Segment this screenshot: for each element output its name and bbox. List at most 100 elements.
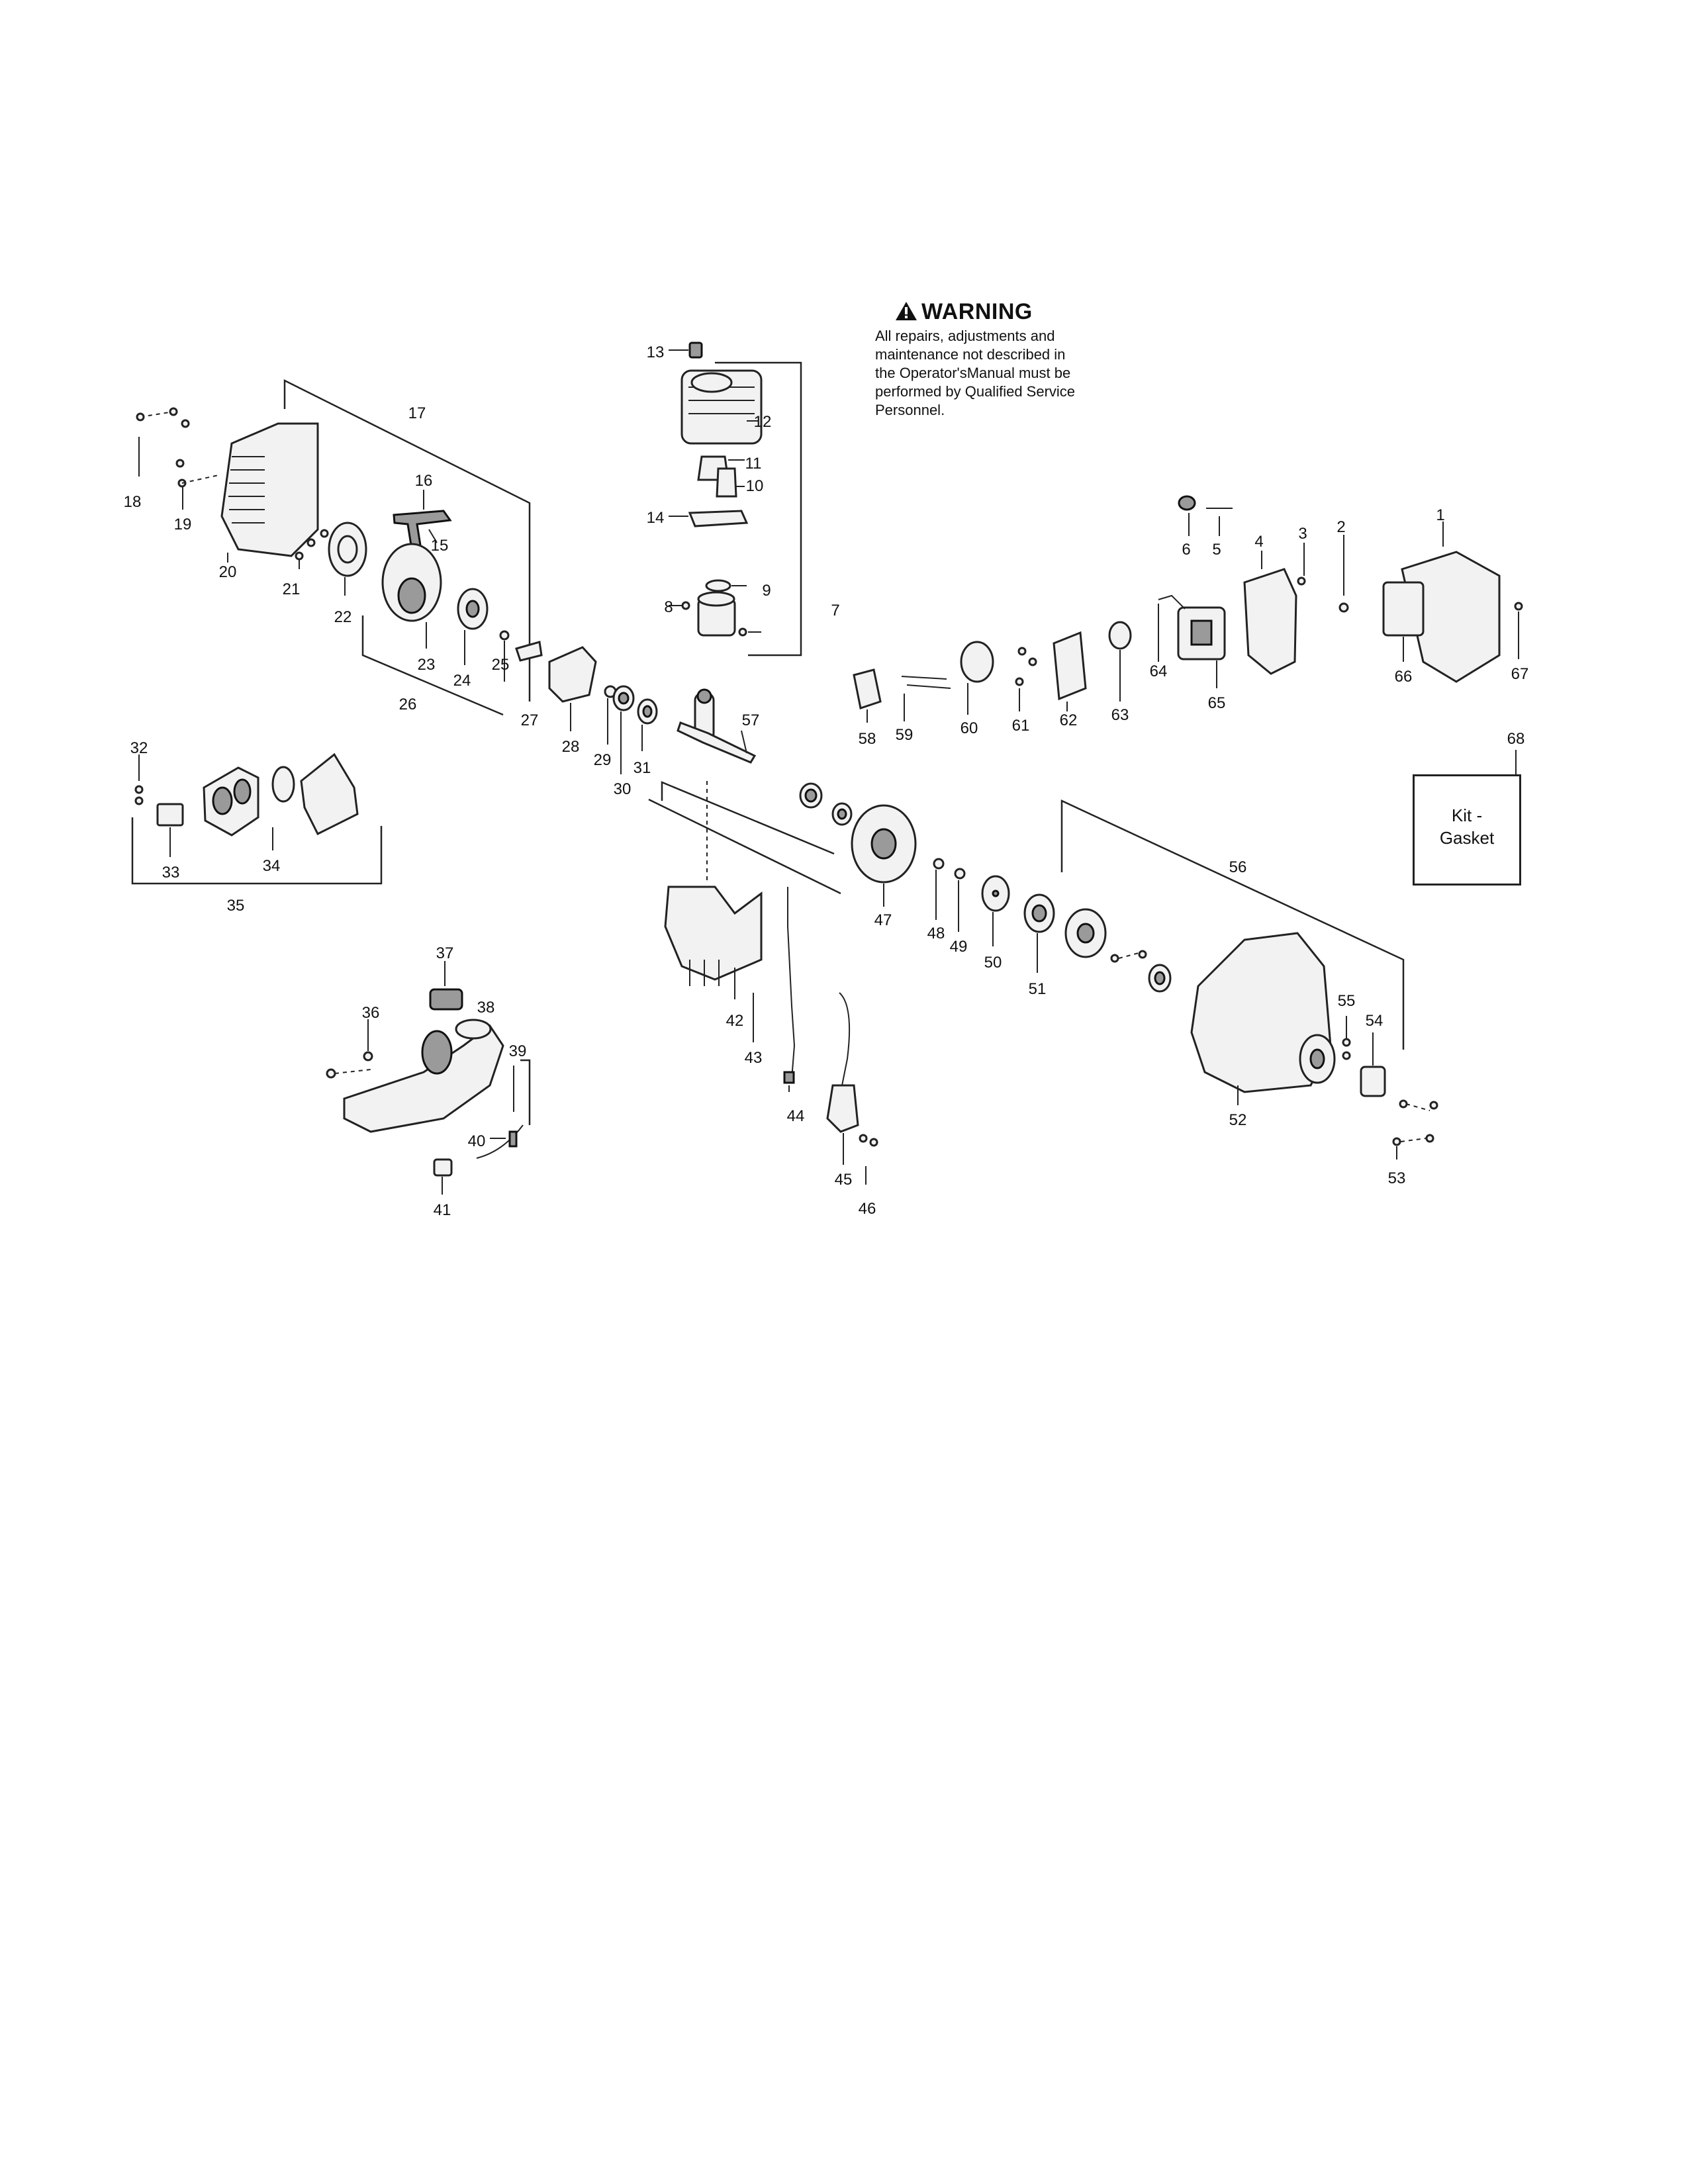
kit-gasket-box: Kit - Gasket: [1413, 774, 1521, 886]
part-19-screws: [175, 459, 219, 510]
part-40-filter: [490, 1130, 518, 1148]
ref-label-52: 52: [1229, 1111, 1247, 1129]
ref-label-44: 44: [787, 1107, 805, 1125]
ref-label-48: 48: [927, 925, 945, 942]
part-50-disc: [981, 875, 1010, 946]
ref-label-30: 30: [614, 780, 632, 798]
part-55-washers: [1342, 1016, 1351, 1060]
part-21-washers: [295, 529, 329, 569]
part-3-screw: [1297, 543, 1306, 586]
ref-label-19: 19: [174, 516, 192, 533]
ref-label-36: 36: [362, 1004, 380, 1022]
part-54-spacer: [1360, 1032, 1386, 1097]
ref-label-13: 13: [647, 343, 665, 361]
part-2-washer: [1338, 535, 1349, 613]
ref-label-38: 38: [477, 999, 495, 1017]
ref-label-27: 27: [521, 711, 539, 729]
ref-label-5: 5: [1212, 541, 1221, 559]
bracket-30b: [648, 798, 841, 895]
ref-label-26: 26: [399, 696, 417, 713]
ref-label-9: 9: [762, 582, 771, 600]
part-67-screw: [1514, 602, 1523, 659]
part-53-screws: [1392, 1099, 1438, 1160]
ref-label-3: 3: [1298, 525, 1307, 543]
ref-label-61: 61: [1012, 717, 1030, 735]
bracket-lines: [131, 361, 1517, 1125]
ref-label-53: 53: [1388, 1169, 1406, 1187]
ref-label-46: 46: [859, 1200, 876, 1218]
ref-label-10: 10: [746, 477, 764, 495]
ref-label-22: 22: [334, 608, 352, 626]
ref-label-11: 11: [745, 455, 762, 473]
part-60-insulator: [960, 641, 994, 715]
bracket-17: [283, 379, 531, 702]
part-20-fan-housing: [220, 422, 319, 563]
ref-label-2: 2: [1336, 518, 1345, 536]
warning-line: Personnel.: [875, 402, 945, 418]
part-8-piston: [669, 591, 761, 637]
warning-line: performed by Qualified Service: [875, 383, 1076, 400]
part-25-screw: [499, 630, 510, 682]
ref-label-37: 37: [436, 944, 454, 962]
ref-label-57: 57: [742, 711, 760, 729]
warning-line: the Operator'sManual must be: [875, 365, 1071, 381]
ref-label-68: 68: [1507, 730, 1525, 748]
bracket-30: [661, 781, 835, 855]
part-61-screws: [1015, 647, 1037, 711]
ref-label-7: 7: [831, 602, 839, 619]
warning-text: All repairs, adjustments and maintenance…: [875, 327, 1166, 420]
part-30-bearing-b: [799, 782, 853, 826]
ref-label-21: 21: [283, 580, 301, 598]
part-59-bolts: [901, 676, 951, 721]
part-63-elbow: [1108, 621, 1132, 702]
ref-label-59: 59: [896, 726, 914, 744]
ref-label-56: 56: [1229, 858, 1247, 876]
kit-label-line1: Kit -: [1451, 805, 1483, 825]
ref-label-55: 55: [1338, 992, 1356, 1010]
part-57-crankshaft: [677, 688, 757, 880]
part-31-seal: [637, 698, 658, 751]
ref-label-34: 34: [263, 857, 281, 875]
part-44-wire: [783, 887, 796, 1092]
ref-label-66: 66: [1395, 668, 1413, 686]
ref-label-62: 62: [1060, 711, 1078, 729]
warning-title-text: WARNING: [921, 299, 1033, 324]
bracket-39: [520, 1059, 531, 1125]
part-38-fuel-tank: [343, 1019, 504, 1133]
part-51-clutch: [1023, 893, 1055, 973]
part-56-gearbox-parts: [1064, 908, 1172, 993]
ref-label-33: 33: [162, 864, 180, 882]
ref-label-6: 6: [1182, 541, 1190, 559]
part-62-gasket: [1053, 631, 1087, 711]
ref-label-4: 4: [1254, 533, 1263, 551]
part-18-screws: [136, 407, 190, 477]
ref-label-63: 63: [1111, 706, 1129, 724]
ref-label-40: 40: [468, 1132, 486, 1150]
part-10-plate: [716, 467, 745, 498]
ref-label-12: 12: [754, 413, 772, 431]
bracket-26: [361, 615, 504, 716]
part-43-crankcase: [664, 886, 763, 1042]
part-39-line: [476, 1066, 524, 1159]
ref-label-54: 54: [1366, 1012, 1383, 1030]
warning-line: All repairs, adjustments and: [875, 328, 1055, 344]
part-65-carburetor: [1177, 606, 1226, 688]
part-14-base-gasket: [669, 510, 749, 527]
ref-label-67: 67: [1511, 665, 1529, 683]
part-37-cap: [429, 961, 463, 1011]
part-6-nut: [1178, 495, 1196, 536]
part-12-cylinder: [680, 369, 763, 445]
ref-label-15: 15: [431, 537, 449, 555]
ref-label-31: 31: [633, 759, 651, 777]
ref-label-23: 23: [418, 656, 436, 674]
part-33-filter: [156, 803, 184, 857]
bracket-35: [131, 817, 383, 885]
warning-title: WARNING: [895, 299, 1033, 325]
part-5-stud: [1206, 508, 1233, 536]
ref-label-16: 16: [415, 472, 433, 490]
part-23-pulley: [381, 543, 442, 649]
part-9-ring: [705, 579, 747, 592]
ref-label-65: 65: [1208, 694, 1226, 712]
ref-label-45: 45: [835, 1171, 853, 1189]
ref-label-39: 39: [509, 1042, 527, 1060]
